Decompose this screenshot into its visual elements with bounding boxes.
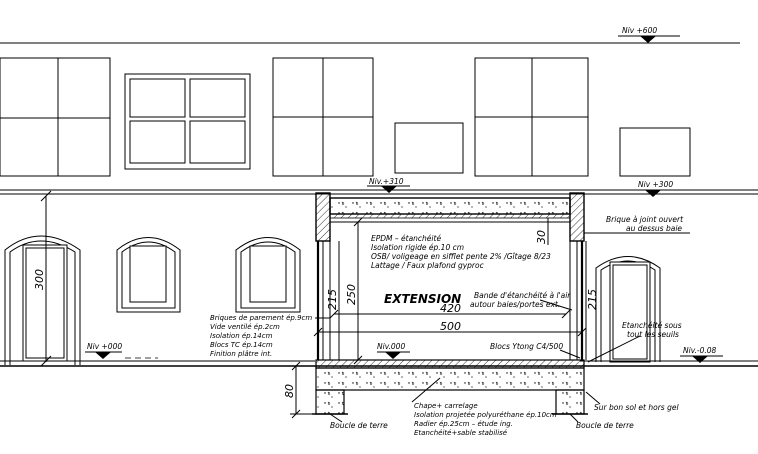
label-bande-2: autour baies/portes ext. bbox=[470, 300, 560, 309]
label-brique-1: Brique à joint ouvert bbox=[606, 215, 684, 224]
dim-215-right: 215 bbox=[586, 289, 599, 310]
upper-window-3 bbox=[272, 57, 374, 177]
upper-window-1 bbox=[0, 57, 111, 177]
lower-facade bbox=[4, 235, 661, 365]
wall-note-1: Briques de parement ép.9cm bbox=[210, 314, 312, 322]
label-etancheite-2: tout les seuils bbox=[627, 330, 679, 339]
wall-note-2: Vide ventilé ép.2cm bbox=[210, 323, 280, 331]
level-niv-minus: Niv.-0.08 bbox=[683, 346, 717, 355]
roof-note-2: Isolation rigide ép.10 cm bbox=[371, 243, 464, 252]
label-bon-sol: Sur bon sol et hors gel bbox=[594, 403, 679, 412]
dim-420: 420 bbox=[440, 302, 461, 315]
upper-window-6 bbox=[619, 127, 691, 177]
dimension-lines bbox=[40, 190, 587, 419]
label-boucle-left: Boucle de terre bbox=[330, 421, 388, 430]
dim-300: 300 bbox=[33, 269, 46, 290]
level-niv-310: Niv.+310 bbox=[369, 177, 404, 186]
wall-note-5: Finition plâtre int. bbox=[210, 350, 272, 358]
upper-window-2 bbox=[124, 73, 251, 170]
floor-note-3: Radier ép.25cm – étude ing. bbox=[414, 420, 513, 428]
level-niv-600: Niv +600 bbox=[622, 26, 657, 35]
level-niv-000-left: Niv +000 bbox=[87, 342, 122, 351]
roof-note-3: OSB/ voligeage en sifflet pente 2% /Gîta… bbox=[371, 252, 551, 261]
level-niv-300: Niv +300 bbox=[638, 180, 673, 189]
dim-500: 500 bbox=[440, 320, 461, 333]
upper-window-5 bbox=[474, 57, 589, 177]
dim-215-left: 215 bbox=[326, 289, 339, 310]
upper-window-4 bbox=[394, 122, 464, 174]
dim-80: 80 bbox=[283, 384, 296, 398]
roof-note-1: EPDM – étanchéité bbox=[371, 234, 441, 243]
leader-lines bbox=[315, 232, 690, 423]
wall-note-3: Isolation ép.14cm bbox=[210, 332, 273, 340]
level-markers bbox=[85, 35, 723, 363]
floor-note-4: Etanchéité+sable stabilisé bbox=[414, 429, 508, 437]
label-bande-1: Bande d'étanchéité à l'air bbox=[474, 291, 571, 300]
extension-section bbox=[312, 192, 588, 415]
dim-250: 250 bbox=[345, 284, 358, 305]
label-brique-2: au dessus baie bbox=[626, 224, 682, 233]
label-blocs-ytong: Blocs Ytong C4/500 bbox=[490, 342, 563, 351]
upper-facade bbox=[0, 42, 758, 195]
label-etancheite-1: Etanchéité sous bbox=[622, 321, 682, 330]
dim-30: 30 bbox=[535, 230, 548, 244]
roof-note-4: Lattage / Faux plafond gyproc bbox=[371, 261, 485, 270]
label-boucle-right: Boucle de terre bbox=[576, 421, 634, 430]
floor-note-1: Chape+ carrelage bbox=[414, 402, 478, 410]
wall-note-4: Blocs TC ép.14cm bbox=[210, 341, 273, 349]
floor-note-2: Isolation projetée polyuréthane ép.10cm bbox=[414, 411, 557, 419]
extension-title: EXTENSION bbox=[384, 292, 461, 306]
level-niv-000-center: Niv.000 bbox=[377, 342, 405, 351]
